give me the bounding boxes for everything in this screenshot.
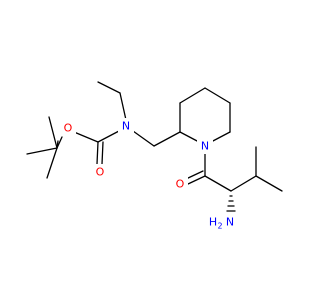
bond-tbu-methyl-bottom: [46, 147, 58, 179]
bond-ester-oxygen-carbonyl-carbon: [73, 131, 99, 143]
bond-carbamate-c-o-double-1: [96, 141, 99, 165]
amine-hydrogen-label: H: [209, 216, 217, 229]
molecule-canvas: O O N N O H 2 N: [26, 81, 283, 231]
bond-ring-c4-c5: [204, 87, 231, 104]
amide-carbonyl-oxygen-label: O: [176, 178, 185, 191]
bond-ring-c6-n1: [210, 131, 231, 143]
bond-isopropyl-methyl-right: [255, 175, 283, 192]
bond-n-ethyl-ch2: [119, 92, 127, 121]
bond-amide-c-o-double-2: [185, 170, 204, 180]
label-bg-carbamate-carbonyl-oxygen: [92, 164, 108, 180]
amine-nitrogen-label: N: [226, 216, 234, 229]
label-bg-piperidine-nitrogen: [197, 138, 213, 154]
bond-amide-carbon-alpha-carbon: [204, 175, 232, 192]
label-bg-ester-oxygen: [60, 120, 76, 136]
bond-tbu-methyl-top: [48, 116, 58, 149]
piperidine-nitrogen-label: N: [201, 140, 209, 153]
bond-ring-c3-c4: [179, 87, 206, 104]
bond-ch2-piperidine-c2: [153, 131, 181, 147]
bond-n-ch2: [132, 130, 155, 147]
bond-alpha-isopropyl-ch: [230, 175, 257, 192]
carbamate-carbonyl-oxygen-label: O: [96, 166, 105, 179]
bond-ring-n1-c2: [179, 131, 200, 143]
label-bg-amide-oxygen: [172, 176, 188, 192]
bond-tbu-methyl-left: [26, 147, 58, 155]
structure-drawing: O O N N O H 2 N: [26, 81, 283, 231]
label-bg-carbamate-nitrogen: [118, 118, 134, 134]
carbamate-ester-oxygen-label: O: [64, 122, 73, 135]
bond-tbu-c-o: [56, 136, 63, 149]
amine-subscript-label: 2: [217, 222, 222, 231]
bond-carbamate-c-o-double-2: [101, 141, 104, 165]
bond-ethyl-ch3: [97, 81, 121, 94]
bond-carbonyl-carbon-nitrogen: [97, 130, 120, 143]
bond-amide-c-o-double-1: [187, 175, 206, 185]
label-bg-amine: [206, 214, 238, 230]
carbamate-nitrogen-label: N: [122, 120, 130, 133]
